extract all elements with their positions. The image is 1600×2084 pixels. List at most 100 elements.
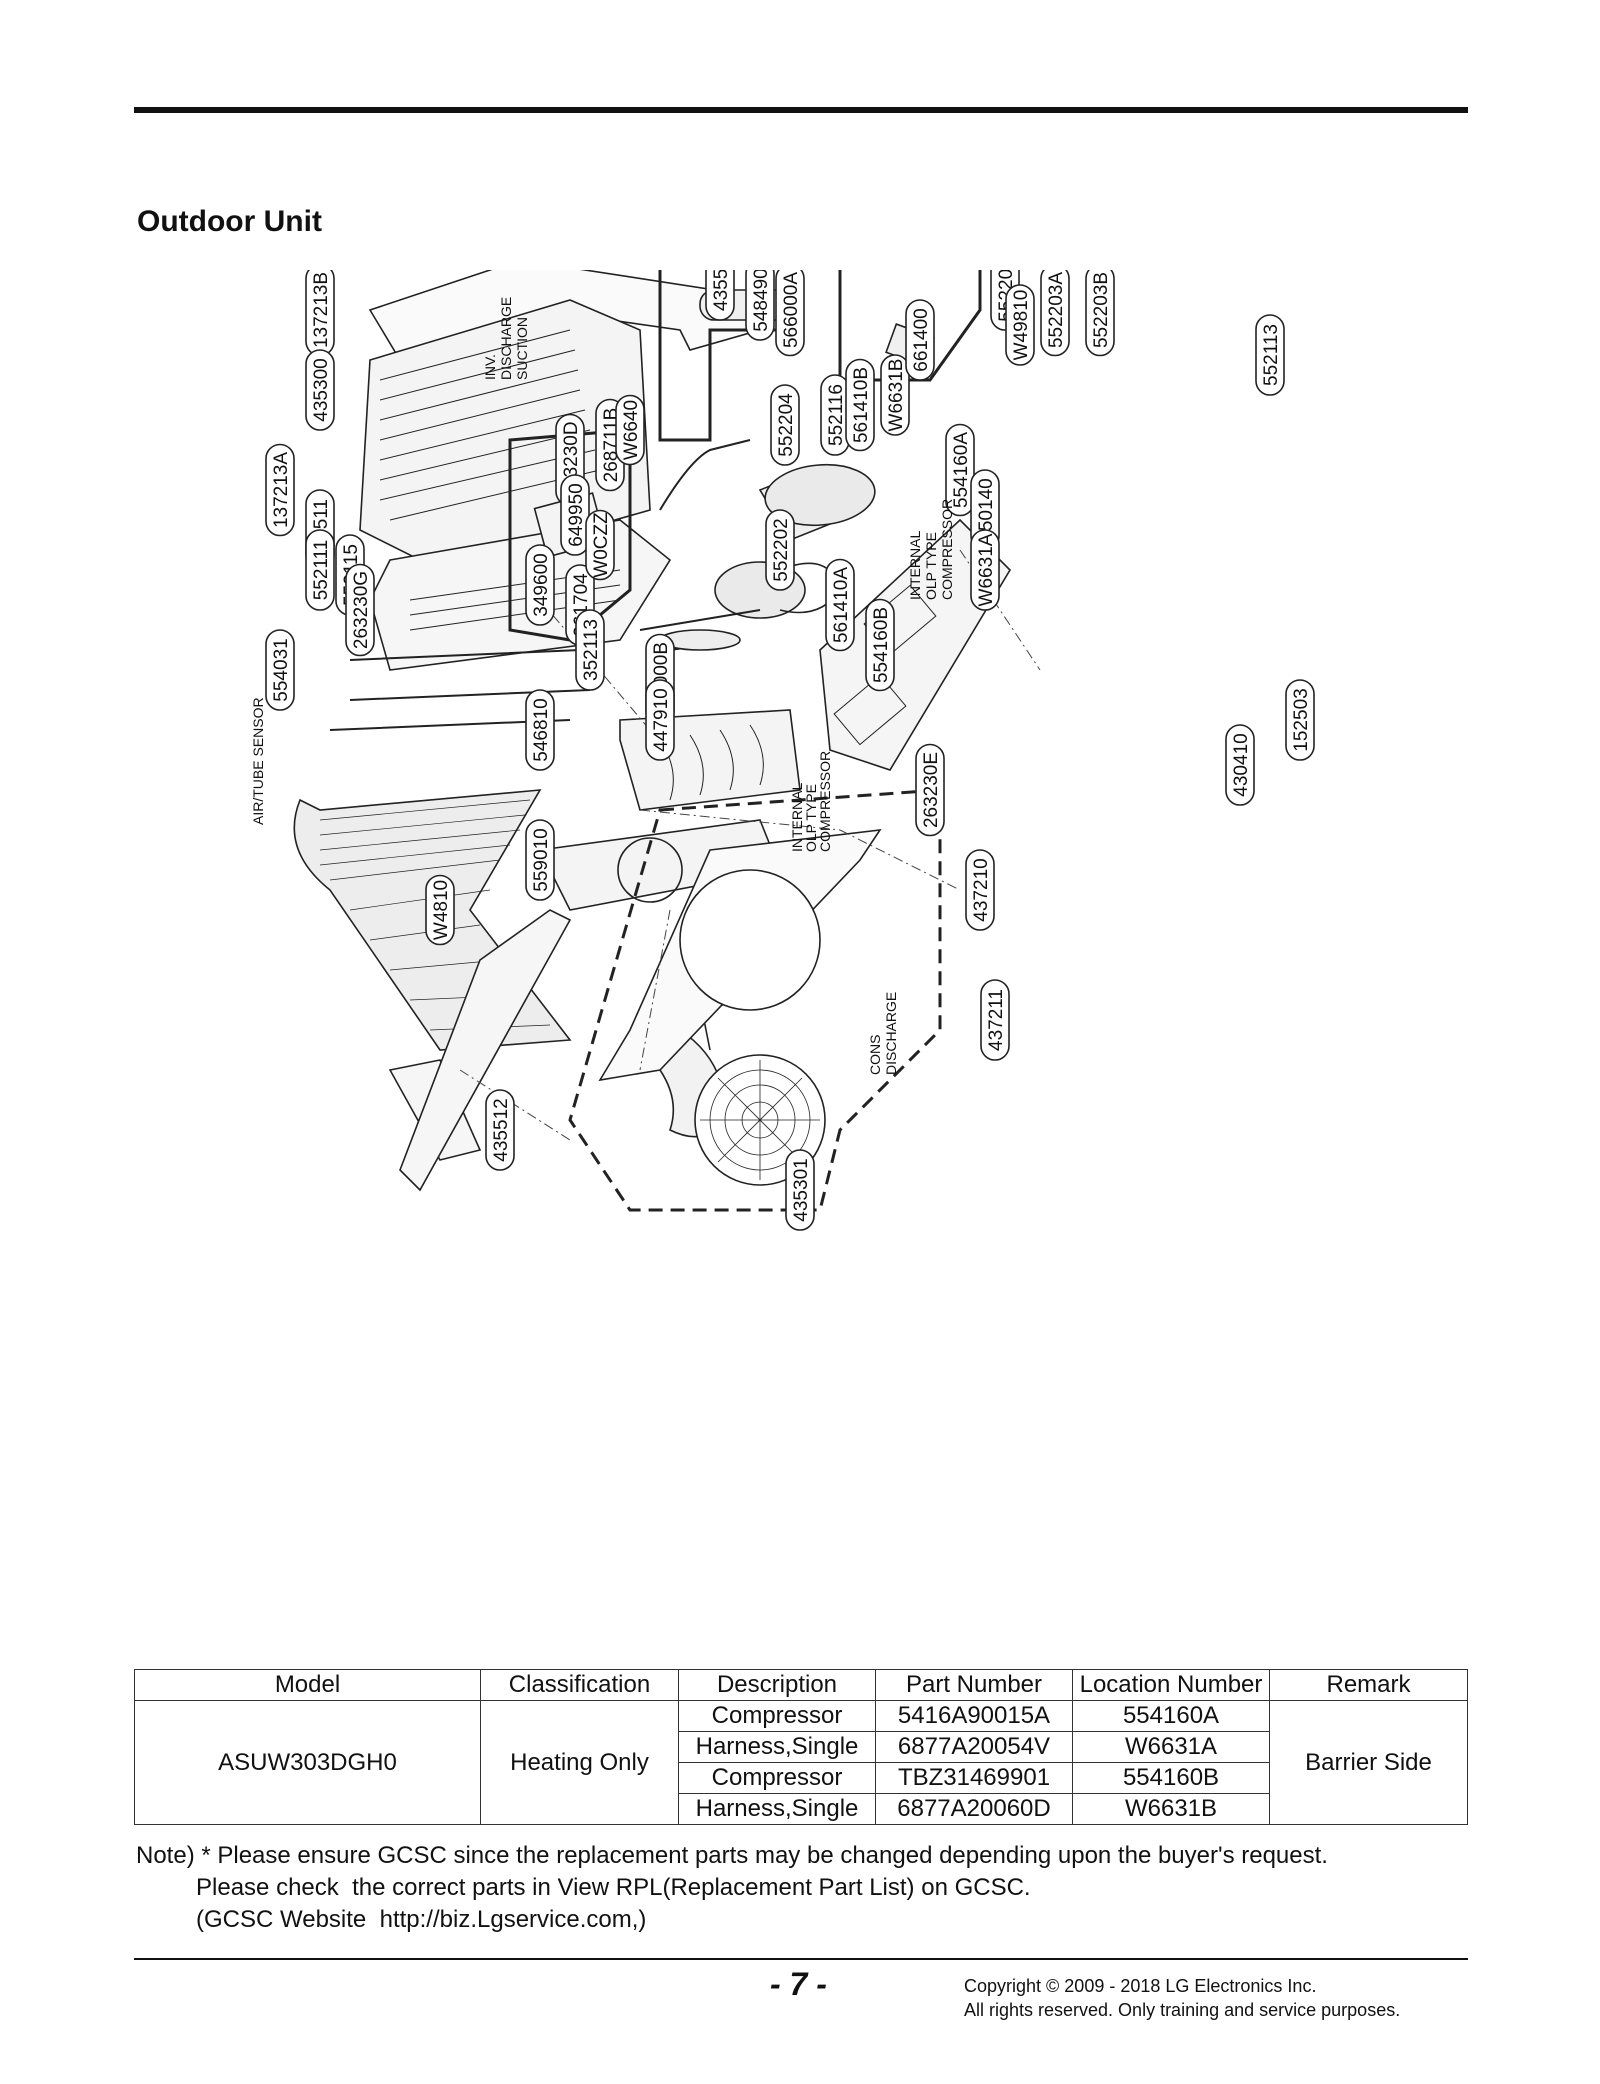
part-callout-label: 546810 <box>531 698 552 761</box>
part-callout-label: 552204 <box>776 393 797 457</box>
cell-part-number: 6877A20054V <box>875 1731 1073 1763</box>
part-callout-label: 548490 <box>751 270 772 332</box>
annotation-inv-discharge-suction: INV. DISCHARGE SUCTION <box>482 297 530 380</box>
header-model: Model <box>134 1669 481 1701</box>
part-callout-label: 352113 <box>581 619 602 681</box>
part-callout-pill <box>305 529 335 611</box>
annotation-olp-a-line1: INTERNAL <box>907 531 923 600</box>
part-callout-pill <box>915 743 945 837</box>
cell-description: Compressor <box>678 1762 876 1794</box>
part-callout: 552204 <box>770 384 800 466</box>
part-callout-pill <box>770 384 800 466</box>
part-callout-pill <box>785 1149 815 1231</box>
part-callout: 566000A <box>775 270 805 357</box>
annotation-olp-b-line1: INTERNAL <box>789 783 805 852</box>
part-callout-label: 349600 <box>531 553 552 616</box>
part-callout: 554031 <box>265 629 295 711</box>
note-block: Note) * Please ensure GCSC since the rep… <box>136 1840 1328 1936</box>
part-callout: W49810 <box>1005 284 1035 366</box>
part-callout-label: 430410 <box>1231 733 1252 796</box>
top-rule <box>134 107 1468 113</box>
part-callout-pill <box>585 509 615 581</box>
part-callout-label: W4810 <box>431 880 452 940</box>
part-callout-label: W6640 <box>621 400 642 460</box>
part-callout: 437210 <box>965 849 995 931</box>
page-number: - 7 - <box>770 1966 827 2002</box>
part-callout-pill <box>945 423 975 517</box>
part-callout-label: W49810 <box>1011 290 1032 361</box>
part-callout-pill <box>1285 679 1315 761</box>
part-callout-pill <box>485 1089 515 1171</box>
bottom-rule <box>134 1958 1468 1960</box>
part-callout-label: 263230G <box>351 571 372 649</box>
part-callout-pill <box>745 270 775 341</box>
cell-part-number: 5416A90015A <box>875 1700 1073 1732</box>
part-callout: W6631B <box>880 354 910 436</box>
header-description: Description <box>678 1669 876 1701</box>
cell-location: W6631A <box>1072 1731 1270 1763</box>
table-row: Harness,Single 6877A20054V W6631A <box>135 1731 1468 1763</box>
cell-part-number: 6877A20060D <box>875 1793 1073 1825</box>
part-callout-label: 561410A <box>831 567 852 643</box>
header-classification: Classification <box>480 1669 679 1701</box>
table-row: Compressor TBZ31469901 554160B <box>135 1762 1468 1794</box>
part-callout: 552113 <box>1255 314 1285 396</box>
part-callout-label: 447910 <box>651 688 672 751</box>
copyright: Copyright © 2009 - 2018 LG Electronics I… <box>964 1974 1400 2022</box>
part-callout-label: 554160B <box>871 607 892 683</box>
part-callout: 447910 <box>645 679 675 761</box>
part-callout-label: 137213A <box>271 452 292 528</box>
part-callout: 559010 <box>525 819 555 901</box>
part-callout-pill <box>1085 270 1115 357</box>
part-callout: 263230E <box>915 743 945 837</box>
part-callout-pill <box>345 563 375 657</box>
part-callout: W0CZZ <box>585 509 615 581</box>
cell-model: ASUW303DGH0 <box>134 1700 481 1825</box>
part-callout-pill <box>615 394 645 466</box>
part-callout: 435511 <box>705 270 735 321</box>
part-callout: 561410A <box>825 558 855 652</box>
part-callout-pill <box>265 443 295 537</box>
part-callout-pill <box>1255 314 1285 396</box>
part-callout: 548490 <box>745 270 775 341</box>
part-callout-pill <box>980 979 1010 1061</box>
part-callout: 661400 <box>905 299 935 381</box>
cell-location: W6631B <box>1072 1793 1270 1825</box>
annotation-discharge-line: DISCHARGE <box>498 297 514 380</box>
part-callout: 552203A <box>1040 270 1070 357</box>
part-callout-pill <box>825 558 855 652</box>
table-header-row: Model Classification Description Part Nu… <box>134 1669 1468 1701</box>
cell-description: Harness,Single <box>678 1793 876 1825</box>
part-callout-label: 435301 <box>791 1158 812 1221</box>
annotation-cons-discharge: CONS DISCHARGE <box>867 992 899 1075</box>
part-callout-label: W6631B <box>886 359 907 432</box>
part-callout-pill <box>575 609 605 691</box>
cell-description: Harness,Single <box>678 1731 876 1763</box>
part-callout-label: 552111 <box>311 540 332 601</box>
part-callout: 554160B <box>865 598 895 692</box>
part-callouts: 137213B435300137213A55851155211155211526… <box>265 270 1315 1231</box>
part-callout: 349600 <box>525 544 555 626</box>
part-callout-pill <box>765 509 795 591</box>
header-remark: Remark <box>1269 1669 1468 1701</box>
part-callout-label: 437210 <box>971 858 992 921</box>
part-callout-label: 550140 <box>976 478 997 541</box>
part-callout-label: 649950 <box>566 483 587 546</box>
part-callout-label: 552203A <box>1046 272 1067 348</box>
part-callout: 152503 <box>1285 679 1315 761</box>
copyright-line: Copyright © 2009 - 2018 LG Electronics I… <box>964 1976 1317 1996</box>
part-callout-label: 552203B <box>1091 272 1112 348</box>
part-callout-label: 263230E <box>921 752 942 828</box>
annotation-internal-olp-a: INTERNAL OLP TYPE COMPRESSOR <box>907 499 955 600</box>
part-callout-label: 661400 <box>911 308 932 371</box>
part-callout-pill <box>775 270 805 357</box>
part-callout-pill <box>525 544 555 626</box>
part-callout-pill <box>1225 724 1255 806</box>
parts-table: Model Classification Description Part Nu… <box>134 1669 1468 1825</box>
annotation-olp-b-line3: COMPRESSOR <box>817 751 833 852</box>
annotation-olp-a-line3: COMPRESSOR <box>939 499 955 600</box>
part-callout: 435300 <box>305 349 335 431</box>
part-callout: 263230G <box>345 563 375 657</box>
annotation-air-tube-sensor: AIR/TUBE SENSOR <box>250 697 266 825</box>
part-callout: 435301 <box>785 1149 815 1231</box>
